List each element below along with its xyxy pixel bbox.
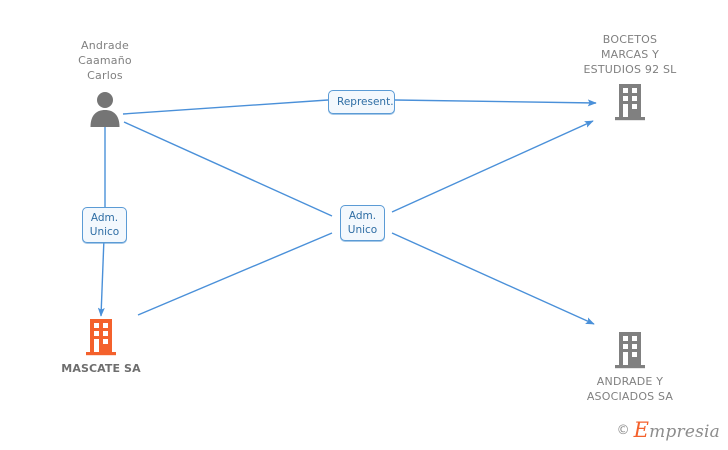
building-icon: [86, 319, 116, 356]
watermark-empresia: © Empresia: [617, 418, 720, 442]
edge-admunico-left-mascate: [97, 237, 105, 317]
node-label-company-bocetos: BOCETOS MARCAS Y ESTUDIOS 92 SL: [583, 33, 677, 76]
relation-label-adm-unico-left[interactable]: Adm. Unico: [82, 207, 127, 243]
node-company-mascate[interactable]: MASCATE SA: [16, 318, 186, 376]
node-label-company-mascate: MASCATE SA: [61, 362, 141, 375]
copyright-icon: ©: [616, 422, 630, 438]
brand-rest: mpresia: [649, 422, 720, 442]
edge-admunico-center-andrade-asociados: [391, 232, 595, 325]
brand-initial: E: [633, 418, 650, 442]
edge-represent-bocetos: [394, 99, 597, 107]
relation-label-represent[interactable]: Represent.: [328, 90, 395, 114]
edge-admunico-center-bocetos: [391, 120, 594, 213]
building-icon: [615, 84, 645, 121]
node-label-company-andrade-asociados: ANDRADE Y ASOCIADOS SA: [586, 375, 674, 403]
brand-name: Empresia: [634, 418, 720, 442]
edge-person-represent: [122, 99, 329, 115]
node-company-bocetos[interactable]: BOCETOS MARCAS Y ESTUDIOS 92 SL: [545, 32, 715, 121]
person-icon: [90, 92, 120, 127]
building-icon: [615, 332, 645, 369]
edge-person-admunico-center: [123, 121, 333, 217]
node-person-andrade[interactable]: Andrade Caamaño Carlos: [20, 38, 190, 127]
relation-label-adm-unico-center[interactable]: Adm. Unico: [340, 205, 385, 241]
edge-mascate-admunico-center: [137, 232, 333, 316]
node-company-andrade-asociados[interactable]: ANDRADE Y ASOCIADOS SA: [545, 331, 715, 404]
node-label-person-andrade: Andrade Caamaño Carlos: [78, 39, 132, 82]
